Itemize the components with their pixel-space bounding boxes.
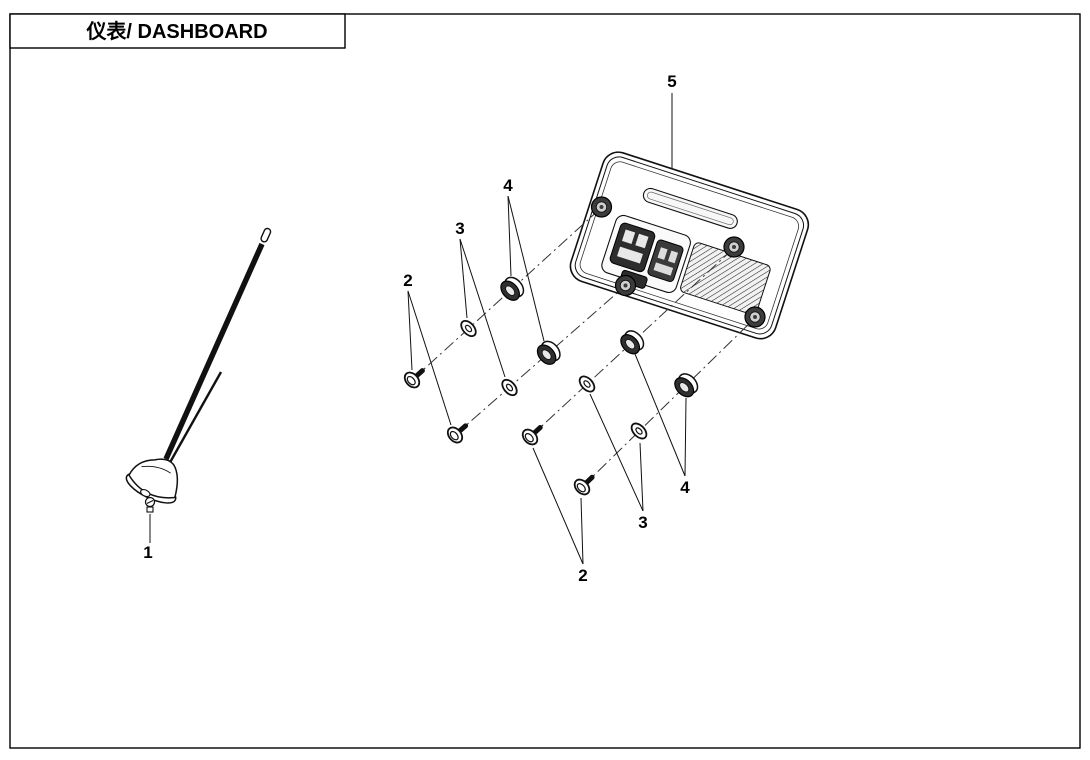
screw-part-1 — [402, 364, 428, 390]
callout-4-upper: 4 — [503, 176, 513, 195]
antenna-base — [125, 458, 179, 504]
antenna-tip — [260, 227, 272, 243]
grommet-part-1 — [496, 273, 528, 305]
mounting-boss-1 — [590, 196, 613, 218]
page-title: 仪表/ DASHBOARD — [85, 19, 267, 43]
antenna-base-screw — [144, 496, 156, 513]
grommet-part-2 — [532, 337, 565, 369]
callout-labels: 1 2 3 4 2 3 4 5 — [143, 72, 690, 585]
callout-2-upper: 2 — [403, 271, 412, 290]
washer-part-2 — [498, 376, 521, 399]
page-border — [9, 13, 1081, 749]
title-block: 仪表/ DASHBOARD — [9, 13, 346, 49]
callout-5: 5 — [667, 72, 676, 91]
antenna-assembly — [125, 227, 272, 513]
antenna-inner-rod — [166, 371, 223, 467]
panel-handle-slot — [642, 187, 738, 229]
callout-4-lower: 4 — [680, 478, 690, 497]
mounting-boss-4 — [744, 306, 766, 328]
mounting-boss-2 — [614, 274, 637, 297]
title-box — [9, 13, 346, 49]
vent-grille — [680, 242, 771, 315]
dashboard-unit — [569, 151, 810, 340]
callout-3-upper: 3 — [455, 219, 464, 238]
callout-leader-lines — [149, 93, 687, 565]
grommet-part-3 — [616, 326, 648, 359]
callout-3-lower: 3 — [638, 513, 647, 532]
washer-part-1 — [457, 317, 480, 340]
screw-part-2 — [445, 419, 471, 445]
callout-1: 1 — [143, 543, 152, 562]
antenna-whip — [163, 242, 265, 461]
mounting-boss-3 — [723, 236, 745, 258]
callout-2-lower: 2 — [578, 566, 587, 585]
